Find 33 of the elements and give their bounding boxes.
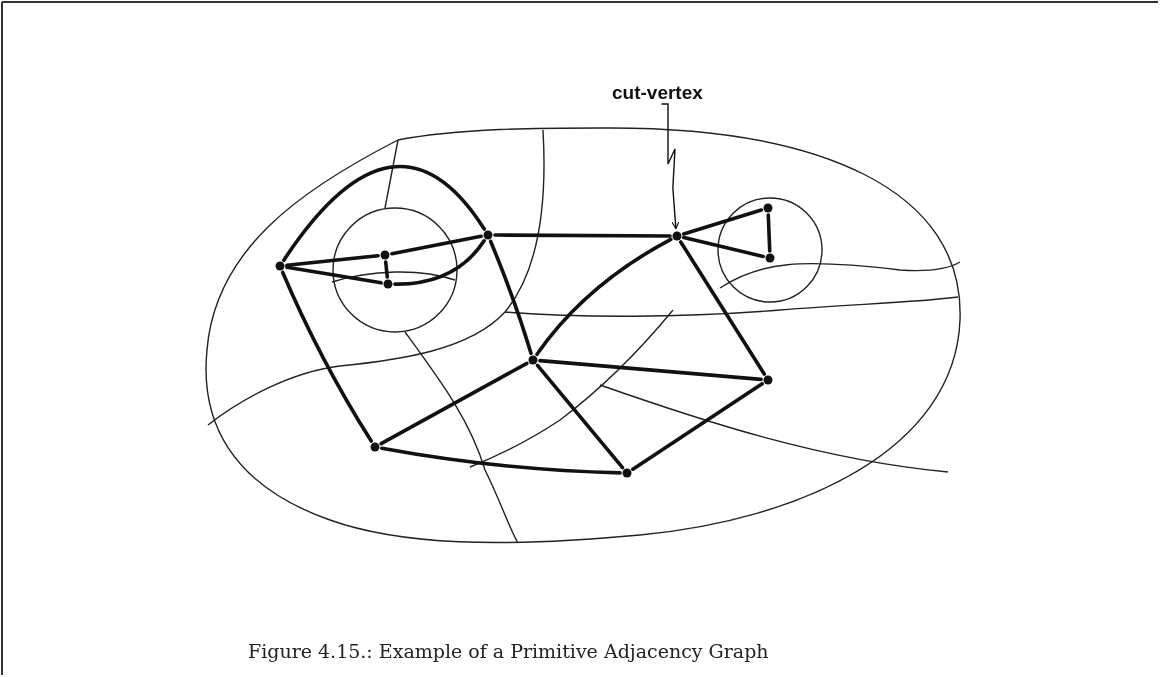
vertex-dot <box>275 261 285 271</box>
graph-edge <box>379 361 529 446</box>
graph-edge <box>682 235 765 259</box>
graph-edge <box>493 233 672 238</box>
graph-edge <box>766 213 772 253</box>
vertex-dot <box>383 279 393 289</box>
leader-line <box>661 103 680 230</box>
graph-edge <box>280 270 374 443</box>
vertex-dot <box>370 442 380 452</box>
vertex-dot <box>763 375 773 385</box>
vertex-dot <box>765 253 775 263</box>
annotation-label: cut-vertex <box>612 82 703 104</box>
graph-edge <box>393 239 486 286</box>
graph-edge <box>681 208 764 236</box>
graph-edge <box>383 260 390 279</box>
graph-edge <box>538 358 763 382</box>
graph-edge <box>285 253 380 268</box>
graph-edge <box>488 239 533 356</box>
figure-caption: Figure 4.15.: Example of a Primitive Adjacency Graph <box>248 640 769 662</box>
graph-edge <box>535 237 673 357</box>
vertex-dot <box>380 250 390 260</box>
vertex-dot <box>672 231 682 241</box>
graph-edge <box>535 363 625 470</box>
graph-edge <box>678 240 767 376</box>
graph-edge <box>380 446 622 475</box>
graph-edge <box>285 265 383 285</box>
vertex-dot <box>763 203 773 213</box>
vertex-dot <box>483 230 493 240</box>
graph-edge <box>282 165 487 262</box>
vertex-dot <box>622 468 632 478</box>
graph-edge <box>631 382 764 471</box>
graph-edge <box>390 234 483 256</box>
vertex-dot <box>528 355 538 365</box>
